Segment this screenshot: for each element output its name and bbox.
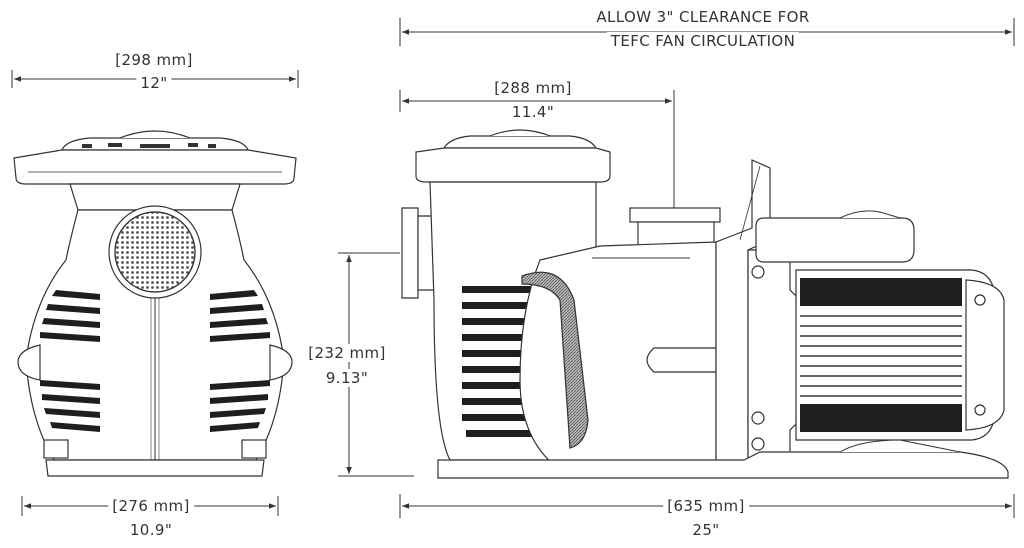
- side-total-length-metric: [635 mm]: [663, 497, 749, 515]
- front-base-width-metric: [276 mm]: [108, 497, 194, 515]
- side-strainer-length-metric: [288 mm]: [490, 79, 576, 97]
- pump-front-view: [13, 130, 297, 477]
- front-base-width-imperial: 10.9": [125, 521, 177, 539]
- clearance-note-line1: ALLOW 3" CLEARANCE FOR: [592, 8, 814, 26]
- side-strainer-length-imperial: 11.4": [507, 103, 559, 121]
- front-top-width-metric: [298 mm]: [111, 51, 197, 69]
- motor-fins: [800, 278, 962, 432]
- front-right-fins: [210, 290, 270, 432]
- side-height-metric: [232 mm]: [304, 344, 390, 362]
- motor-ribs: [800, 315, 962, 397]
- front-left-fins: [40, 290, 100, 432]
- side-total-length-imperial: 25": [688, 521, 724, 539]
- pump-side-view: [401, 129, 1009, 479]
- side-height-imperial: 9.13": [321, 369, 373, 387]
- front-top-width-imperial: 12": [136, 74, 172, 92]
- clearance-note-line2: TEFC FAN CIRCULATION: [606, 32, 800, 50]
